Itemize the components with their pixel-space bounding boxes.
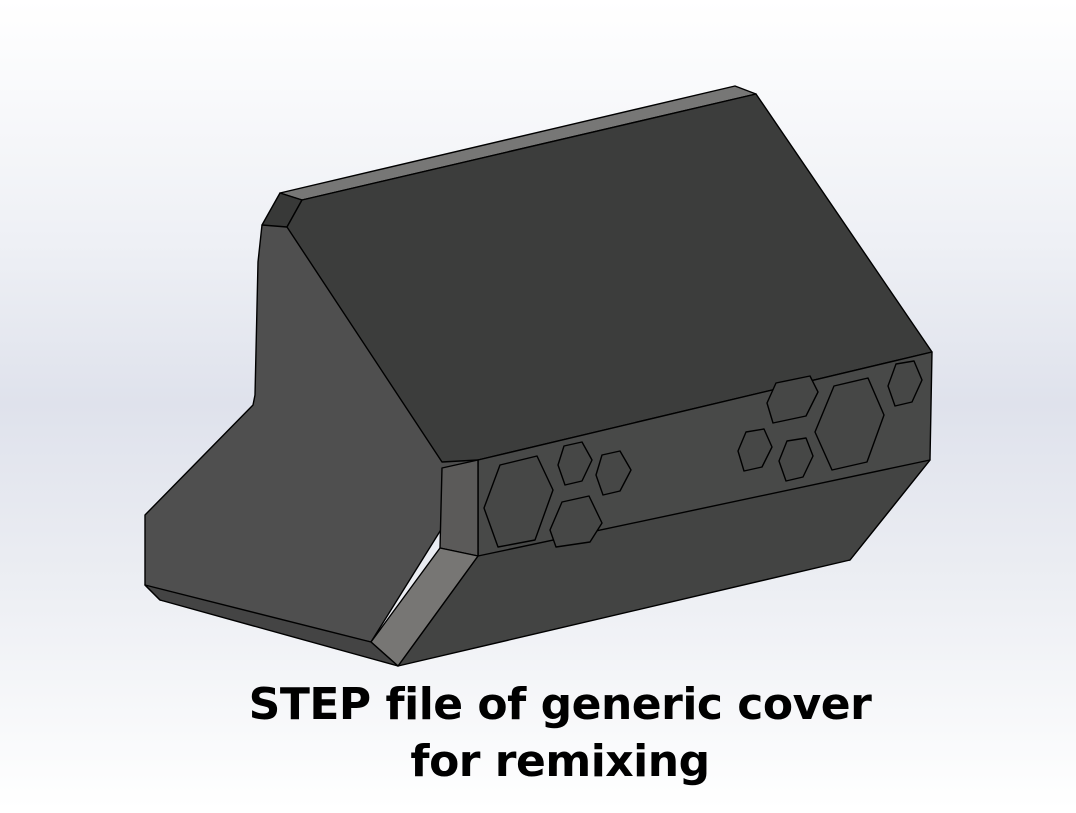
hex-vent-large [814, 377, 885, 471]
hex-vent-small [778, 437, 814, 482]
side-bottom-strip [144, 584, 399, 667]
hex-vents-right [737, 360, 923, 482]
hex-vent-small [557, 441, 593, 486]
hex-vent-large [483, 455, 554, 548]
hex-vent-medium [766, 375, 819, 424]
caption-line-1: STEP file of generic cover [248, 679, 872, 730]
hex-vent-small [737, 428, 773, 472]
front-side-chamfer [439, 459, 479, 557]
hex-vent-small [887, 360, 923, 407]
hex-vent-small [595, 450, 632, 496]
hex-vents-left [483, 441, 632, 548]
caption-line-2: for remixing [410, 736, 710, 787]
hex-vent-medium [549, 495, 603, 548]
caption: STEP file of generic cover for remixing [0, 676, 1076, 790]
